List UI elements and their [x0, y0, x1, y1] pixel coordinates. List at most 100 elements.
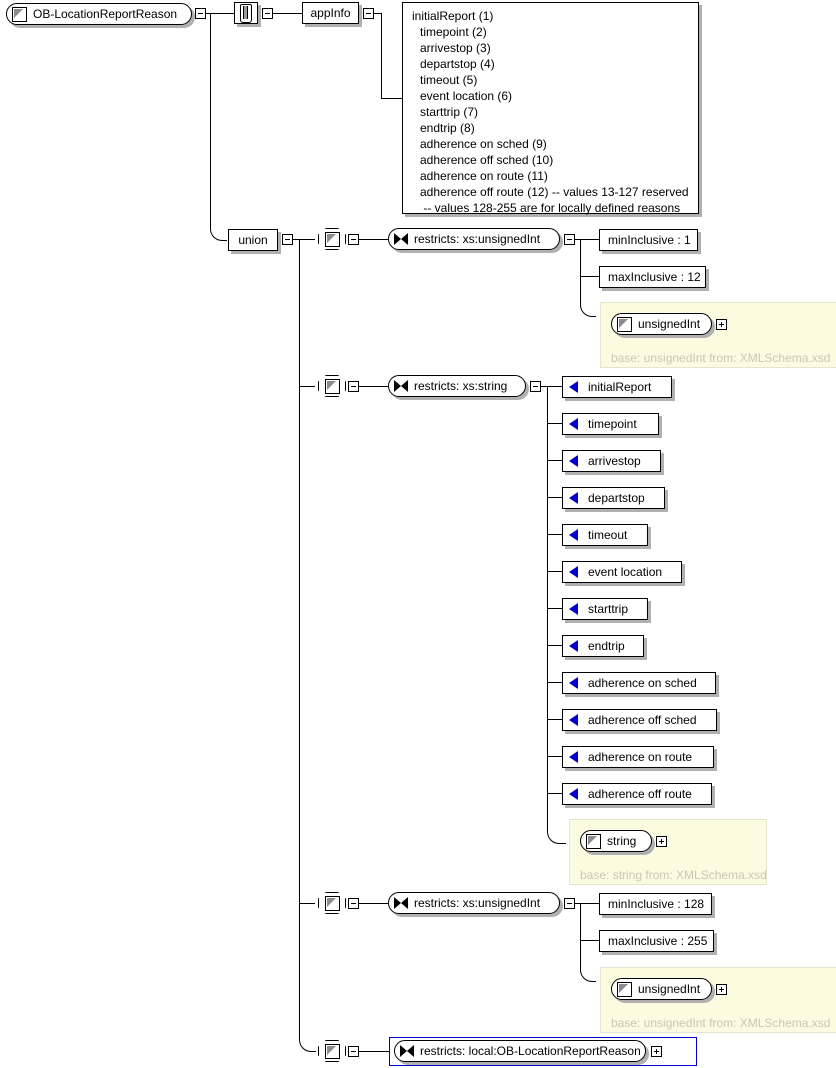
connector-enum-stub: [547, 756, 563, 757]
branch3-facets-expander-minus[interactable]: [564, 898, 575, 909]
base-simpletype-node-unsignedint[interactable]: unsignedInt: [611, 978, 712, 1000]
restricts-label: restricts: xs:string: [414, 379, 508, 393]
enumeration-label: departstop: [588, 491, 645, 505]
root-expander-minus[interactable]: [195, 8, 206, 19]
anonymous-simpletype-node-2[interactable]: [318, 375, 349, 400]
enumeration-node[interactable]: adherence on route: [562, 746, 714, 768]
connector-appinfo-doc-h2: [381, 98, 403, 99]
annot-line: initialReport (1): [412, 9, 494, 23]
restricts-node-unsignedint-1[interactable]: restricts: xs:unsignedInt: [388, 228, 560, 250]
anonymous-simpletype-node-3[interactable]: [318, 892, 349, 917]
annot-line: adherence off sched (10): [420, 153, 554, 167]
enumeration-node[interactable]: initialReport: [562, 376, 672, 398]
enumeration-label: initialReport: [588, 380, 652, 394]
connector-enum-stub: [547, 423, 563, 424]
connector-appinfo-doc-h1: [374, 13, 382, 14]
base-type-expander-plus[interactable]: [656, 836, 667, 847]
facet-label: maxInclusive : 12: [608, 270, 701, 284]
simpletype-icon: [617, 981, 632, 997]
restricts-node-unsignedint-2[interactable]: restricts: xs:unsignedInt: [388, 892, 560, 914]
facet-maxinclusive-2[interactable]: maxInclusive : 255: [599, 930, 714, 952]
connector-branch2-restricts: [359, 386, 389, 387]
anonymous-simpletype-node-4[interactable]: [318, 1040, 349, 1065]
annot-line: event location (6): [420, 89, 513, 103]
enumeration-node[interactable]: starttrip: [562, 598, 648, 620]
branch1-facets-expander-minus[interactable]: [564, 234, 575, 245]
facet-mininclusive-1[interactable]: minInclusive : 1: [599, 229, 698, 251]
base-simpletype-node-unsignedint[interactable]: unsignedInt: [611, 313, 712, 335]
base-type-panel-unsignedint-1: unsignedInt base: unsignedInt from: XMLS…: [600, 302, 836, 368]
enumeration-label: arrivestop: [588, 454, 641, 468]
enumeration-node[interactable]: timeout: [562, 524, 648, 546]
connector-branch2-base-elbow: [547, 831, 566, 844]
annot-line: arrivestop (3): [420, 41, 491, 55]
annot-line: endtrip (8): [420, 121, 475, 135]
restricts-icon: [394, 232, 408, 246]
root-simpletype-node[interactable]: OB-LocationReportReason: [6, 3, 192, 25]
enumeration-arrow-icon: [569, 677, 578, 689]
connector-enum-stub: [547, 497, 563, 498]
annotation-documentation-box: initialReport (1) timepoint (2) arrivest…: [402, 2, 699, 215]
facet-mininclusive-2[interactable]: minInclusive : 128: [599, 893, 712, 915]
enumeration-node[interactable]: event location: [562, 561, 682, 583]
base-type-source-text: base: string from: XMLSchema.xsd: [580, 868, 767, 882]
union-node[interactable]: union: [228, 229, 278, 251]
base-type-label: unsignedInt: [638, 982, 701, 996]
annot-line: departstop (4): [420, 57, 495, 71]
branch1-expander-minus[interactable]: [348, 234, 359, 245]
restricts-label: restricts: local:OB-LocationReportReason: [420, 1044, 641, 1058]
connector-branch4-restricts: [359, 1051, 390, 1052]
connector-enum-stub: [547, 719, 563, 720]
restricts-node-string[interactable]: restricts: xs:string: [388, 375, 526, 397]
branch3-expander-minus[interactable]: [348, 898, 359, 909]
annotation-icon: [240, 3, 252, 23]
appinfo-node[interactable]: appInfo: [302, 2, 359, 24]
branch4-expander-minus[interactable]: [348, 1046, 359, 1057]
facet-label: maxInclusive : 255: [608, 934, 708, 948]
appinfo-expander-minus[interactable]: [363, 8, 374, 19]
local-restriction-frame: restricts: local:OB-LocationReportReason: [389, 1037, 697, 1066]
facet-maxinclusive-1[interactable]: maxInclusive : 12: [599, 266, 706, 288]
branch2-expander-minus[interactable]: [348, 381, 359, 392]
connector-union-branch4-elbow: [299, 1039, 316, 1052]
enumeration-label: adherence on sched: [588, 676, 697, 690]
connector-branch1-base-elbow: [580, 304, 596, 317]
branch2-enums-expander-minus[interactable]: [530, 381, 541, 392]
connector-branch3-facet-trunk: [580, 903, 581, 969]
base-simpletype-node-string[interactable]: string: [580, 830, 652, 852]
enumeration-node[interactable]: arrivestop: [562, 450, 661, 472]
connector-annotation-appinfo: [273, 13, 302, 14]
connector-union-branch1: [293, 239, 315, 240]
enumeration-arrow-icon: [569, 566, 578, 578]
enumeration-node[interactable]: departstop: [562, 487, 665, 509]
annotation-node[interactable]: [234, 2, 258, 24]
enumeration-node[interactable]: timepoint: [562, 413, 659, 435]
base-type-expander-plus[interactable]: [716, 984, 727, 995]
base-type-source-text: base: unsignedInt from: XMLSchema.xsd: [611, 351, 831, 365]
union-expander-minus[interactable]: [282, 234, 293, 245]
connector-branch1-facet-trunk: [580, 239, 581, 304]
annot-line: -- values 128-255 are for locally define…: [420, 201, 681, 215]
connector-union-trunk: [299, 239, 300, 1039]
simpletype-icon: [325, 379, 340, 394]
enumeration-label: timepoint: [588, 417, 637, 431]
connector-branch1-restricts: [359, 239, 389, 240]
connector-enum-stub: [547, 534, 563, 535]
connector-branch2-enum1: [541, 386, 563, 387]
enumeration-arrow-icon: [569, 788, 578, 800]
annot-line: adherence on route (11): [420, 169, 548, 183]
enumeration-node[interactable]: endtrip: [562, 635, 644, 657]
enumeration-label: event location: [588, 565, 663, 579]
connector-branch3-restricts: [359, 903, 389, 904]
base-type-expander-plus[interactable]: [716, 319, 727, 330]
local-restriction-expander-plus[interactable]: [651, 1046, 662, 1057]
enumeration-node[interactable]: adherence off route: [562, 783, 712, 805]
annotation-expander-minus[interactable]: [262, 8, 273, 19]
enumeration-node[interactable]: adherence off sched: [562, 709, 717, 731]
anonymous-simpletype-node-1[interactable]: [318, 228, 349, 253]
facet-label: minInclusive : 128: [608, 897, 705, 911]
base-type-label: unsignedInt: [638, 317, 701, 331]
enumeration-node[interactable]: adherence on sched: [562, 672, 716, 694]
restricts-node-local[interactable]: restricts: local:OB-LocationReportReason: [394, 1040, 646, 1062]
